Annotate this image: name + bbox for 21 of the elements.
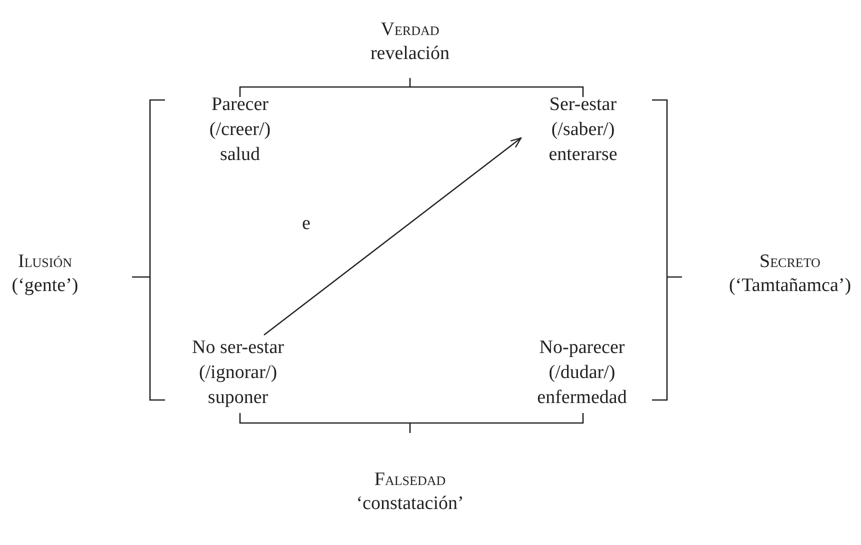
term-text: (/creer/) (208, 118, 272, 142)
category-subtitle: (‘Tamtañamca’) (728, 275, 852, 296)
term-text: Ser-estar (548, 93, 618, 117)
term-text: salud (218, 143, 262, 167)
category-subtitle: ‘constatación’ (356, 493, 464, 514)
category-subtitle: (‘gente’) (12, 275, 78, 296)
term-text: enfermedad (536, 386, 628, 410)
term-text: No-parecer (538, 336, 626, 360)
arrow (264, 137, 522, 336)
term-text: suponer (206, 386, 270, 410)
category-heading: Ilusión (18, 251, 72, 272)
term-text: (/dudar/) (548, 361, 616, 385)
category-heading: Falsedad (374, 469, 446, 490)
category-heading: Secreto (760, 251, 820, 272)
category-heading: Verdad (380, 19, 440, 40)
term-text: enterarse (548, 143, 618, 167)
category-subtitle: revelación (370, 43, 450, 64)
term-text: (/ignorar/) (198, 361, 278, 385)
term-text: (/saber/) (550, 118, 616, 142)
term-text: No ser-estar (191, 336, 285, 360)
term-text: Parecer (210, 93, 270, 117)
